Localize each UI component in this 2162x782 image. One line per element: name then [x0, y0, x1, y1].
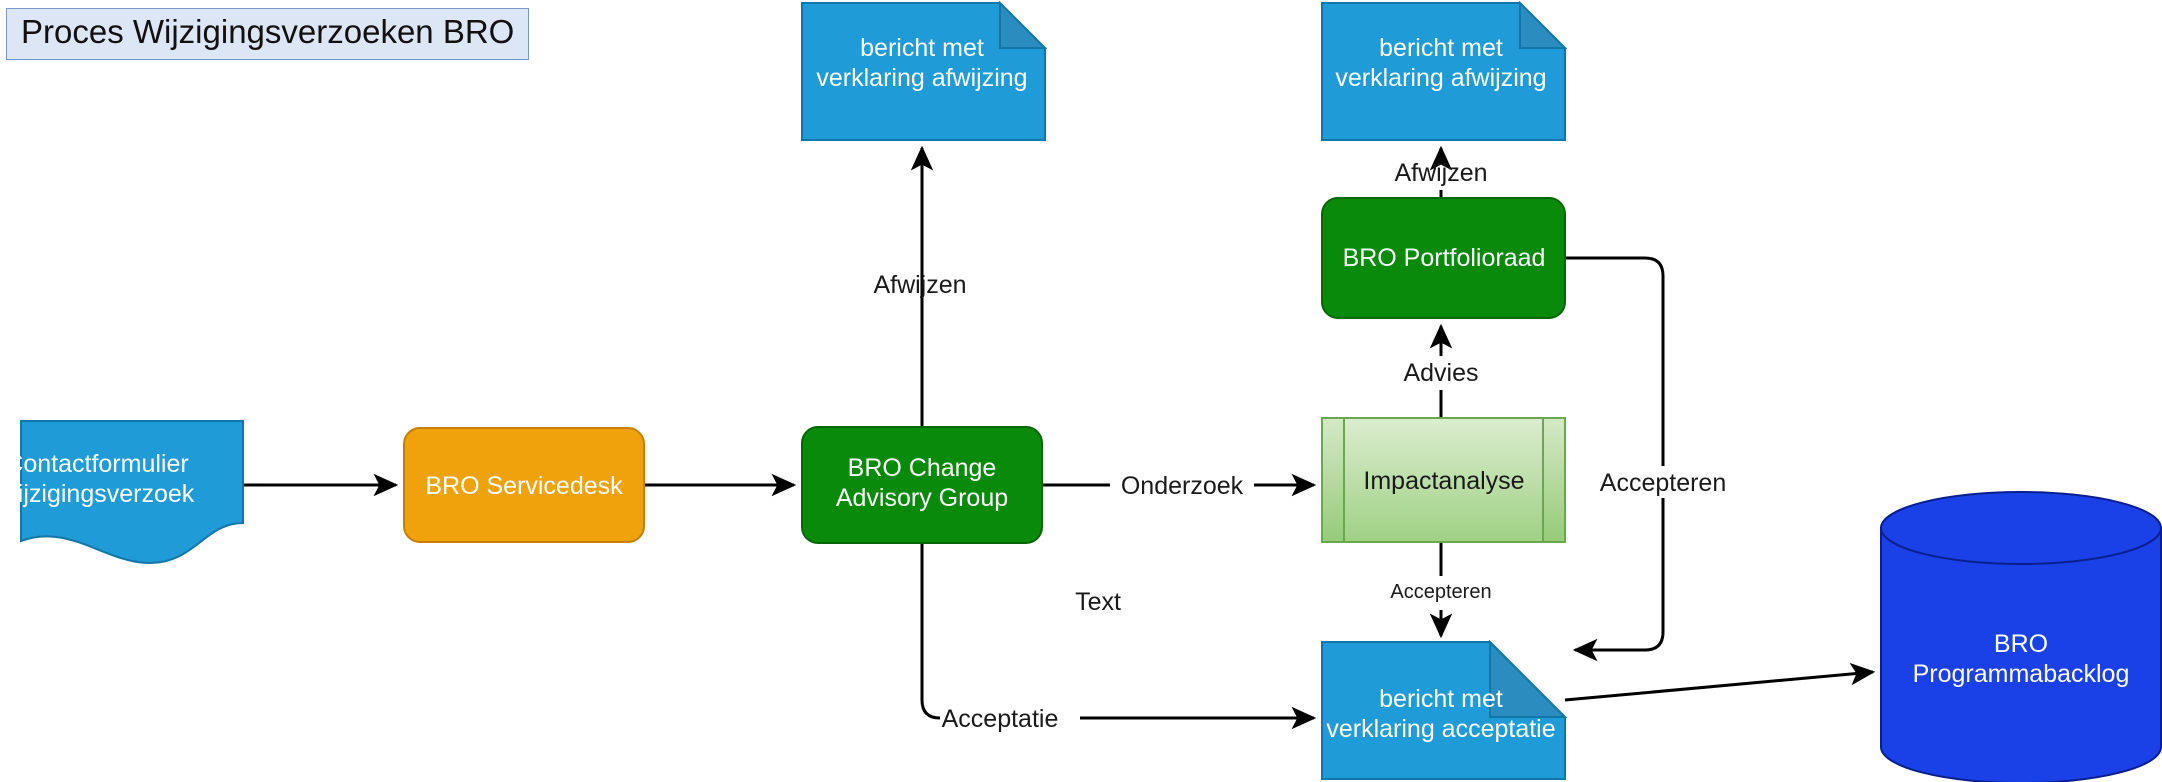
programmabacklog-top [1880, 491, 2162, 565]
afwijzing-cag-shape [801, 2, 1046, 141]
node-afwijzing-cag[interactable]: bericht met verklaring afwijzing [801, 0, 1048, 141]
edge-label-accepteren-impactanalyse: Accepteren [1390, 581, 1491, 603]
edges-layer [243, 145, 1876, 730]
change-advisory-group-shape [801, 426, 1043, 544]
impactanalyse-label: Impactanalyse [1363, 467, 1524, 495]
edge-label-acceptatie: Acceptatie [942, 705, 1059, 733]
portfolioraad-label: BRO Portfolioraad [1343, 244, 1546, 272]
programmabacklog-label-line-1: BRO [1994, 630, 2048, 658]
impactanalyse-right-bar [1542, 417, 1566, 543]
edge-labels-layer: Afwijzen Onderzoek Acceptatie Advies Afw… [873, 159, 1726, 733]
afwijzing-portfolioraad-label-line-1: bericht met [1379, 34, 1503, 62]
page-title: Proces Wijzigingsverzoeken BRO [6, 8, 530, 60]
node-afwijzing-portfolioraad[interactable]: bericht met verklaring afwijzing [1321, 0, 1568, 141]
edge-acceptatie-programmabacklog [1564, 662, 1876, 702]
node-servicedesk[interactable]: BRO Servicedesk [403, 427, 645, 543]
acceptatie-bericht-fold [1489, 639, 1568, 718]
node-portfolioraad[interactable]: BRO Portfolioraad [1321, 197, 1566, 319]
impactanalyse-left-bar [1321, 417, 1345, 543]
afwijzing-portfolioraad-fold [1519, 0, 1568, 49]
edge-label-afwijzen-cag: Afwijzen [873, 271, 966, 299]
node-change-advisory-group[interactable]: BRO Change Advisory Group [801, 426, 1043, 544]
node-programmabacklog[interactable]: BRO Programmabacklog [1880, 491, 2162, 782]
node-contactformulier[interactable]: Contactformulier wijzigingsverzoek [0, 420, 244, 565]
node-acceptatie-bericht[interactable]: bericht met verklaring acceptatie [1321, 639, 1568, 780]
change-advisory-group-label-line-1: BRO Change [848, 454, 997, 482]
contactformulier-label-line-2: wijzigingsverzoek [0, 480, 195, 508]
afwijzing-cag-label-line-1: bericht met [860, 34, 984, 62]
contactformulier-label-line-1: Contactformulier [5, 450, 188, 478]
portfolioraad-shape [1321, 197, 1566, 319]
acceptatie-bericht-label-line-1: bericht met [1379, 685, 1503, 713]
edge-change-advisory-group-acceptatie-a [920, 543, 941, 720]
programmabacklog-label-line-2: Programmabacklog [1913, 660, 2130, 688]
edge-label-onderzoek: Onderzoek [1121, 472, 1244, 500]
node-impactanalyse[interactable]: Impactanalyse [1321, 417, 1566, 543]
impactanalyse-shape [1321, 417, 1566, 543]
edge-label-accepteren-portfolioraad: Accepteren [1600, 469, 1726, 497]
servicedesk-shape [403, 427, 645, 543]
edge-portfolioraad-acceptatie-a [1565, 256, 1665, 466]
acceptatie-bericht-label-line-2: verklaring acceptatie [1326, 715, 1555, 743]
edge-label-afwijzen-portfolioraad: Afwijzen [1394, 159, 1487, 187]
servicedesk-label: BRO Servicedesk [425, 472, 623, 500]
afwijzing-cag-fold [999, 0, 1048, 49]
contactformulier-shape [20, 420, 244, 565]
afwijzing-portfolioraad-label-line-2: verklaring afwijzing [1335, 64, 1546, 92]
edge-label-advies: Advies [1403, 359, 1478, 387]
free-label-text: Text [1075, 588, 1121, 616]
programmabacklog-body [1880, 527, 2162, 782]
edge-portfolioraad-acceptatie-b [1572, 498, 1665, 662]
afwijzing-cag-label-line-2: verklaring afwijzing [816, 64, 1027, 92]
change-advisory-group-label-line-2: Advisory Group [836, 484, 1008, 512]
afwijzing-portfolioraad-shape [1321, 2, 1566, 141]
